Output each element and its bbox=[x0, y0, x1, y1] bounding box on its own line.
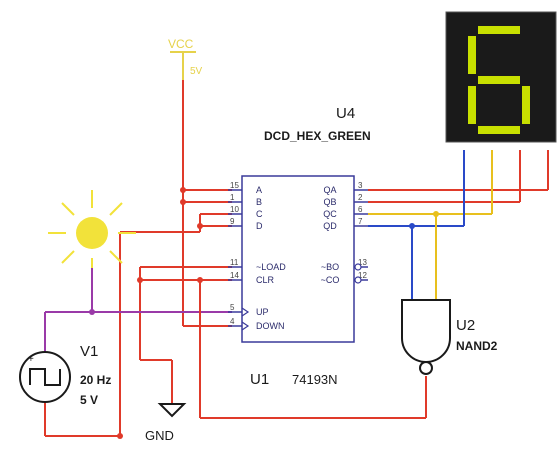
ground-symbol bbox=[157, 403, 187, 418]
counter-pin-name: B bbox=[256, 197, 262, 207]
junction-dot bbox=[433, 211, 439, 217]
counter-pin-number: 12 bbox=[358, 271, 367, 280]
counter-left-pins: 15 A 1 B 10 C 9 D 11 ~LOAD 14 CLR 5 UP 4 DOWN bbox=[228, 181, 286, 331]
counter-pin-name: C bbox=[256, 209, 263, 219]
digit-six-segments bbox=[468, 26, 530, 134]
segment-f bbox=[468, 36, 476, 74]
svg-text:+: + bbox=[28, 354, 34, 365]
segment-e bbox=[468, 86, 476, 124]
gate-ref: U2 bbox=[456, 317, 475, 334]
vcc-voltage: 5V bbox=[190, 66, 203, 77]
counter-pin-number: 1 bbox=[230, 193, 235, 202]
display-ref: U4 bbox=[336, 105, 355, 122]
segment-g bbox=[478, 76, 520, 84]
counter-chip-body bbox=[241, 175, 355, 343]
segment-a bbox=[478, 26, 520, 34]
junction-dot bbox=[409, 223, 415, 229]
counter-pin-name: CLR bbox=[256, 275, 275, 285]
counter-pin-number: 7 bbox=[358, 217, 363, 226]
nand-bubble bbox=[419, 361, 433, 375]
clock-source: + bbox=[19, 351, 71, 403]
source-amplitude: 5 V bbox=[80, 393, 98, 407]
counter-pin-name: ~LOAD bbox=[256, 262, 286, 272]
junction-dot bbox=[89, 309, 95, 315]
counter-ref: U1 bbox=[250, 371, 269, 388]
counter-right-pins: 3 QA 2 QB 6 QC 7 QD 13 ~BO 12 ~CO bbox=[321, 181, 368, 285]
display-model: DCD_HEX_GREEN bbox=[264, 129, 371, 143]
counter-pin-number: 3 bbox=[358, 181, 363, 190]
counter-pin-name: UP bbox=[256, 307, 269, 317]
counter-pin-name: DOWN bbox=[256, 321, 285, 331]
junction-dot bbox=[180, 187, 186, 193]
counter-pin-name: ~BO bbox=[321, 262, 339, 272]
vcc-symbol: VCC 5V bbox=[168, 37, 203, 80]
counter-pin-number: 2 bbox=[358, 193, 363, 202]
clock-marker bbox=[241, 321, 250, 331]
counter-pin-name: ~CO bbox=[321, 275, 340, 285]
counter-pin-number: 13 bbox=[358, 258, 367, 267]
source-frequency: 20 Hz bbox=[80, 373, 111, 387]
segment-c bbox=[522, 86, 530, 124]
counter-pin-name: QC bbox=[323, 209, 337, 219]
junction-dot bbox=[180, 199, 186, 205]
counter-pin-number: 14 bbox=[230, 271, 239, 280]
inversion-bubble bbox=[354, 263, 362, 271]
counter-pin-name: D bbox=[256, 221, 263, 231]
display-digit: 6 bbox=[0, 0, 1, 1]
counter-pin-number: 5 bbox=[230, 303, 235, 312]
counter-pin-number: 10 bbox=[230, 205, 239, 214]
probe-bulb bbox=[76, 217, 108, 249]
counter-pin-number: 9 bbox=[230, 217, 235, 226]
counter-pin-name: QD bbox=[323, 221, 337, 231]
counter-pin-name: QB bbox=[323, 197, 336, 207]
counter-pin-name: A bbox=[256, 185, 262, 195]
junction-dot bbox=[197, 277, 203, 283]
nand-gate bbox=[401, 299, 451, 375]
counter-pin-number: 6 bbox=[358, 205, 363, 214]
probe-lamp bbox=[48, 190, 136, 268]
square-wave-icon bbox=[29, 368, 61, 386]
gate-model: NAND2 bbox=[456, 339, 498, 353]
counter-pin-number: 15 bbox=[230, 181, 239, 190]
segment-d bbox=[478, 126, 520, 134]
counter-model: 74193N bbox=[292, 372, 338, 387]
counter-pin-number: 11 bbox=[230, 258, 239, 267]
clock-marker bbox=[241, 307, 250, 317]
vcc-label: VCC bbox=[168, 37, 194, 51]
ground-label: GND bbox=[145, 428, 174, 443]
junction-dot bbox=[117, 433, 123, 439]
counter-pin-number: 4 bbox=[230, 317, 235, 326]
source-ref: V1 bbox=[80, 343, 98, 360]
junction-dot bbox=[197, 223, 203, 229]
inversion-bubble bbox=[354, 276, 362, 284]
counter-pin-name: QA bbox=[323, 185, 336, 195]
junction-dot bbox=[137, 277, 143, 283]
